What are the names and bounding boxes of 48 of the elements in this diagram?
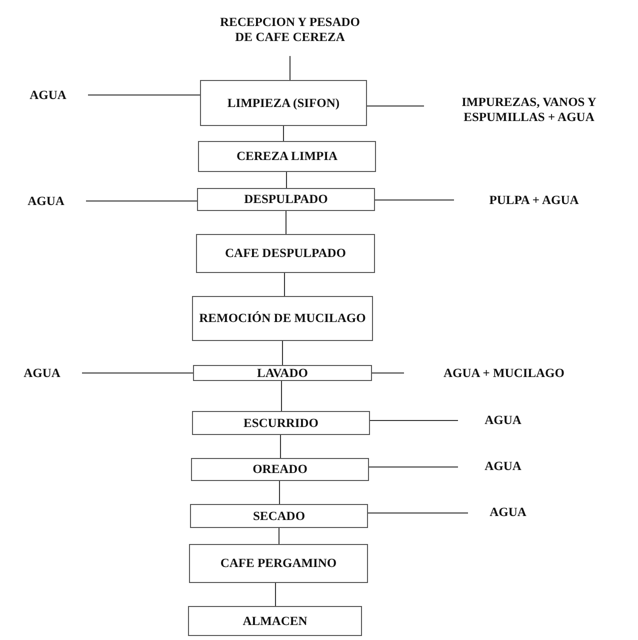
process-box bbox=[192, 296, 373, 341]
stream-label: AGUA + MUCILAGO bbox=[443, 366, 564, 380]
process-box bbox=[192, 411, 370, 435]
connector-line bbox=[368, 466, 458, 468]
connector-line bbox=[283, 126, 284, 142]
stream-label: AGUA bbox=[28, 194, 64, 208]
process-box bbox=[189, 544, 368, 583]
connector-line bbox=[286, 172, 287, 188]
stream-label: PULPA + AGUA bbox=[489, 192, 579, 208]
stream-label: AGUA bbox=[24, 366, 60, 380]
stream-label: AGUA bbox=[490, 504, 526, 520]
connector-line bbox=[282, 340, 283, 366]
step-label: DESPULPADO bbox=[244, 192, 328, 207]
connector-line bbox=[88, 94, 200, 96]
process-box bbox=[190, 504, 368, 528]
step-label: ESCURRIDO bbox=[243, 416, 318, 430]
stream-label: AGUA bbox=[30, 88, 66, 102]
connector-line bbox=[280, 434, 281, 458]
stream-label: AGUA bbox=[484, 458, 522, 474]
stream-label: IMPUREZAS, VANOS Y ESPUMILLAS + AGUA bbox=[460, 95, 598, 125]
process-box bbox=[188, 606, 362, 636]
stream-label: RECEPCION Y PESADO DE CAFE CEREZA bbox=[219, 15, 361, 45]
connector-line bbox=[284, 272, 285, 296]
process-box bbox=[191, 458, 369, 481]
connector-line bbox=[281, 380, 282, 412]
connector-line bbox=[372, 372, 404, 374]
step-label: LAVADO bbox=[257, 366, 308, 380]
step-label: SECADO bbox=[252, 508, 306, 524]
process-box bbox=[196, 234, 375, 273]
step-label: LIMPIEZA (SIFON) bbox=[227, 96, 340, 110]
step-label: REMOCIÓN DE MUCILAGO bbox=[199, 311, 366, 326]
connector-line bbox=[82, 372, 194, 374]
connector-line bbox=[370, 420, 458, 421]
connector-line bbox=[279, 480, 280, 504]
process-box bbox=[200, 80, 367, 126]
stream-label: AGUA bbox=[484, 412, 522, 428]
connector-line bbox=[275, 582, 276, 606]
step-label: CAFE PERGAMINO bbox=[220, 556, 337, 571]
step-label: ALMACEN bbox=[242, 614, 308, 628]
process-box bbox=[197, 188, 375, 211]
step-label: OREADO bbox=[252, 462, 308, 477]
connector-line bbox=[86, 200, 198, 202]
process-box bbox=[193, 365, 372, 381]
process-box bbox=[198, 141, 376, 172]
connector-line bbox=[368, 512, 468, 514]
step-label: CEREZA LIMPIA bbox=[236, 149, 338, 164]
connector-line bbox=[278, 528, 280, 544]
step-label: CAFE DESPULPADO bbox=[225, 246, 346, 261]
